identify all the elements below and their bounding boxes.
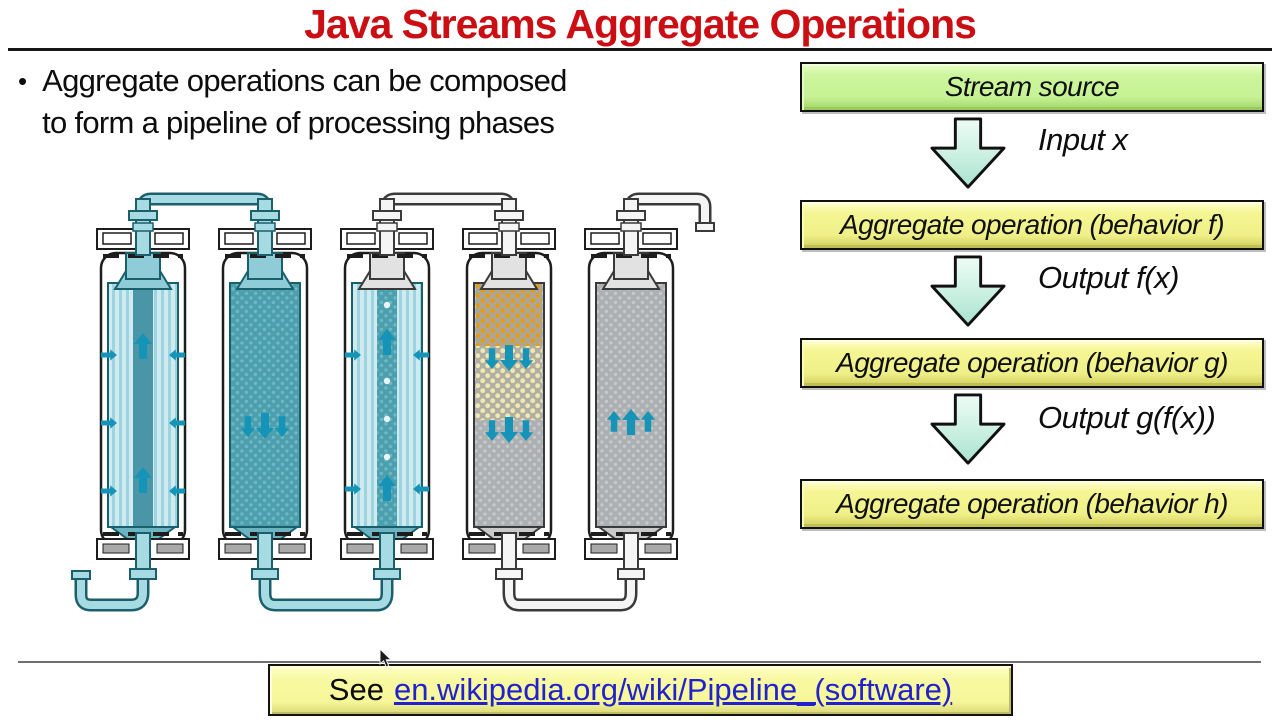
bullet-text-line-2: to form a pipeline of processing phases [42, 105, 555, 140]
flow-label-output-gfx: Output g(f(x)) [1038, 400, 1216, 435]
flow-label-output-fx: Output f(x) [1038, 260, 1179, 295]
footer-divider [18, 661, 1261, 663]
flow-arrow-down-icon [930, 117, 1006, 189]
pipeline-filters-illustration [71, 192, 715, 612]
bullet-item: • Aggregate operations can be composed t… [18, 60, 567, 144]
footer-reference-box: See en.wikipedia.org/wiki/Pipeline_(soft… [268, 664, 1013, 716]
bullet-marker: • [18, 66, 28, 96]
flowchart-stage-h-box: Aggregate operation (behavior h) [800, 479, 1264, 529]
footer-see-label: See [328, 672, 384, 707]
flowchart-stage-f-box: Aggregate operation (behavior f) [800, 200, 1264, 250]
title-underline [8, 48, 1272, 51]
mouse-cursor [379, 648, 393, 668]
flow-arrow-down-icon [930, 255, 1006, 327]
wikipedia-pipeline-link[interactable]: en.wikipedia.org/wiki/Pipeline_(software… [393, 672, 953, 707]
bullet-text: Aggregate operations can be composed to … [42, 60, 567, 144]
flowchart-stage-g-box: Aggregate operation (behavior g) [800, 338, 1264, 388]
flow-label-input-x: Input x [1038, 122, 1128, 157]
page-title: Java Streams Aggregate Operations [304, 1, 977, 47]
flow-arrow-down-icon [930, 393, 1006, 465]
flowchart-stream-source-box: Stream source [800, 62, 1264, 112]
bullet-text-line-1: Aggregate operations can be composed [42, 63, 567, 98]
